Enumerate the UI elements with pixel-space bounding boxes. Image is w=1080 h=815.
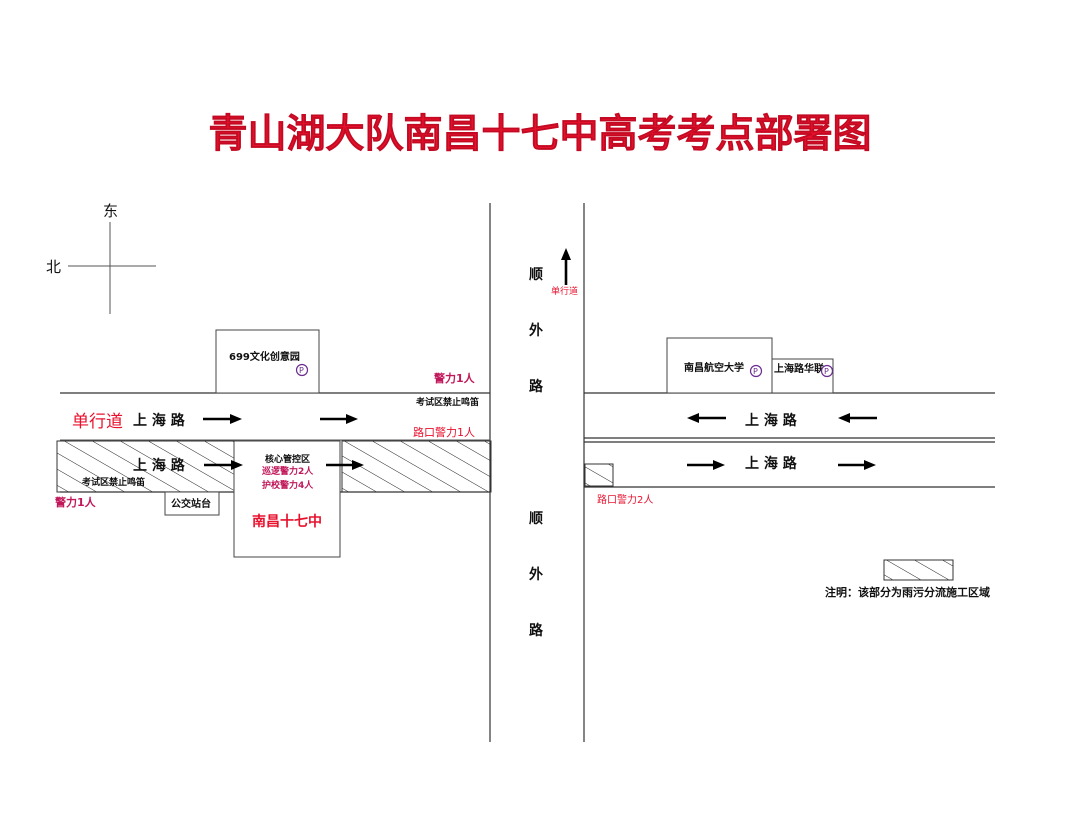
compass: 东 北 — [46, 202, 156, 314]
building-shanghai-huali — [771, 358, 834, 394]
map-title: 青山湖大队南昌十七中高考考点部署图 — [208, 112, 871, 157]
road-label-shunwai-south-2: 外 — [529, 566, 543, 583]
school-nanchang-17 — [233, 440, 341, 558]
building-nanchang-aviation-label: 南昌航空大学 — [684, 361, 744, 374]
school-guard-label: 护校警力4人 — [262, 479, 314, 491]
construction-zone-east — [584, 463, 614, 487]
building-699-park-label: 699文化创意园 — [229, 350, 300, 363]
direction-arrow-north — [561, 248, 571, 285]
legend-note: 注明：该部分为雨污分流施工区域 — [825, 585, 990, 599]
patrol-police-label: 巡逻警力2人 — [262, 465, 314, 477]
one-way-label-north: 单行道 — [551, 285, 578, 297]
school-nanchang-17-label: 南昌十七中 — [252, 513, 322, 530]
bus-stop — [164, 491, 220, 516]
road-label-shanghai-west-south: 上 海 路 — [133, 457, 186, 474]
direction-arrow-west — [687, 413, 726, 423]
road-label-shanghai-west-north: 上 海 路 — [133, 412, 186, 429]
intersection-police-2-label: 路口警力2人 — [597, 493, 653, 506]
parking-icon: P — [820, 364, 834, 378]
parking-icon: P — [295, 363, 309, 377]
police-top-label: 警力1人 — [433, 371, 476, 385]
svg-text:P: P — [753, 367, 758, 376]
road-label-shanghai-east-north: 上 海 路 — [745, 412, 798, 429]
construction-zone-west — [56, 440, 235, 493]
direction-arrow-east — [687, 460, 725, 470]
road-label-shunwai-north-1: 顺 — [529, 267, 543, 283]
building-699-park — [215, 329, 320, 394]
road-label-shunwai-south-3: 路 — [529, 622, 544, 639]
core-zone-label: 核心管控区 — [265, 453, 310, 465]
direction-arrow-east — [838, 460, 876, 470]
direction-arrow-east — [320, 414, 358, 424]
parking-icon: P — [749, 364, 763, 378]
compass-east-label: 东 — [103, 202, 118, 220]
no-horn-south-label: 考试区禁止鸣笛 — [82, 476, 145, 488]
road-label-shunwai-north-2: 外 — [529, 322, 543, 339]
direction-arrow-west — [838, 413, 877, 423]
direction-arrow-east — [204, 460, 243, 470]
intersection-police-1-label: 路口警力1人 — [413, 425, 475, 439]
police-left-label: 警力1人 — [54, 495, 97, 509]
legend-construction-swatch — [883, 559, 954, 581]
road-label-shunwai-south-1: 顺 — [529, 511, 543, 527]
direction-arrow-east — [326, 460, 364, 470]
building-shanghai-huali-label: 上海路华联 — [774, 362, 824, 375]
no-horn-north-label: 考试区禁止鸣笛 — [416, 396, 479, 408]
svg-text:P: P — [824, 367, 829, 376]
construction-zone-center — [341, 440, 492, 493]
road-label-shanghai-east-south: 上 海 路 — [745, 455, 798, 472]
bus-stop-label: 公交站台 — [171, 497, 211, 510]
svg-text:P: P — [299, 366, 304, 375]
direction-arrow-east — [203, 414, 242, 424]
compass-north-label: 北 — [46, 258, 61, 276]
road-label-shunwai-north-3: 路 — [529, 378, 544, 395]
one-way-label-west: 单行道 — [72, 412, 123, 432]
